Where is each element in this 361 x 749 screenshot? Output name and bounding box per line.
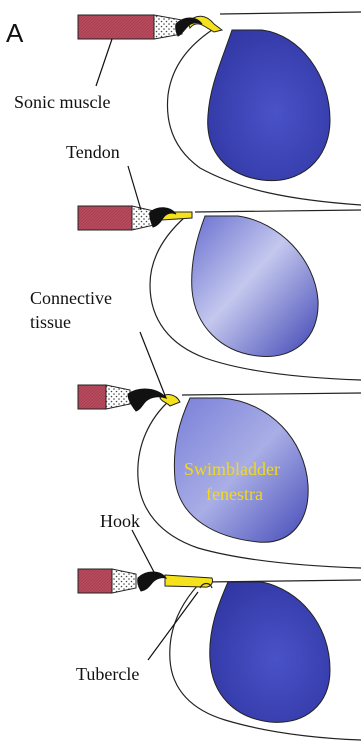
connective-tissue-leader bbox=[140, 332, 166, 398]
stage-2 bbox=[78, 166, 361, 380]
label-tendon: Tendon bbox=[66, 142, 120, 162]
swimbladder bbox=[210, 582, 330, 722]
stage-3 bbox=[78, 332, 361, 568]
tendon bbox=[112, 569, 136, 593]
label-swimbladder-fenestra-line2: fenestra bbox=[206, 484, 263, 504]
hook bbox=[176, 18, 202, 36]
tubercle-leader bbox=[148, 592, 198, 660]
sonic-muscle-leader bbox=[96, 39, 112, 86]
swimbladder bbox=[192, 216, 318, 357]
stage-1 bbox=[78, 12, 361, 205]
tendon-leader bbox=[128, 166, 141, 210]
hook-leader bbox=[132, 530, 155, 574]
hook bbox=[138, 572, 166, 591]
sonic-muscle bbox=[78, 15, 154, 39]
skin-outline bbox=[195, 210, 361, 212]
label-swimbladder-fenestra-line1: Swimbladder bbox=[184, 459, 280, 479]
skin-outline bbox=[182, 393, 361, 395]
swimbladder bbox=[208, 30, 330, 181]
sonic-muscle bbox=[78, 385, 106, 409]
label-tubercle: Tubercle bbox=[76, 664, 139, 684]
connective-tissue bbox=[165, 575, 213, 587]
stage-4 bbox=[78, 530, 361, 740]
skin-outline bbox=[220, 12, 361, 14]
label-hook: Hook bbox=[100, 511, 140, 531]
label-connective-tissue-line1: Connective bbox=[30, 288, 112, 308]
sonic-muscle bbox=[78, 206, 132, 230]
tendon bbox=[106, 385, 130, 409]
panel-letter: A bbox=[6, 18, 24, 48]
hook bbox=[128, 389, 166, 411]
label-sonic-muscle: Sonic muscle bbox=[14, 92, 111, 112]
sonic-muscle bbox=[78, 569, 112, 593]
label-connective-tissue-line2: tissue bbox=[30, 312, 71, 332]
